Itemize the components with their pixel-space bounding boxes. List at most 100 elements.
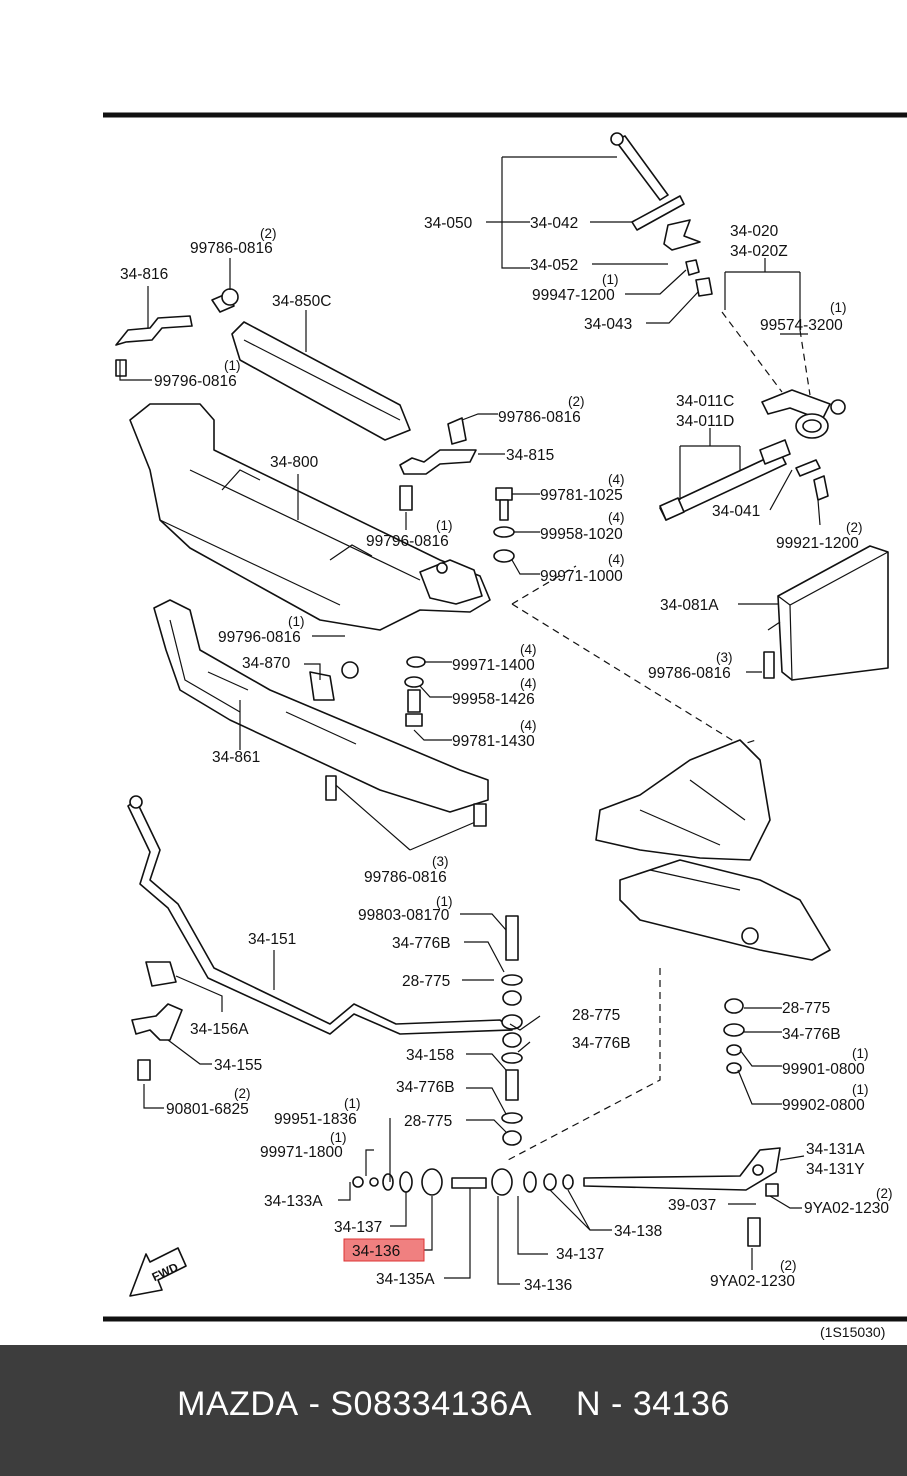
qty-9ya02-a: (2) (876, 1186, 893, 1201)
label-99786-a: 99786-0816 (190, 240, 273, 257)
qty-99574: (1) (830, 300, 847, 315)
label-34-011c: 34-011C (676, 393, 734, 410)
qty-99781-a: (4) (608, 472, 625, 487)
bracket-34-011-leader (679, 428, 821, 526)
leaders-34-815 (405, 413, 505, 530)
qty-99796-a: (1) (224, 358, 241, 373)
label-39-037: 39-037 (668, 1197, 716, 1214)
qty-99958-b: (4) (520, 676, 537, 691)
label-34-041: 34-041 (712, 503, 760, 520)
label-34-151: 34-151 (248, 931, 296, 948)
label-34-850c: 34-850C (272, 293, 331, 310)
label-34-870: 34-870 (242, 655, 291, 672)
label-34-776b-d: 34-776B (782, 1026, 841, 1043)
qty-99921: (2) (846, 520, 863, 535)
label-34-816: 34-816 (120, 266, 168, 283)
bracket-34-816-drawing (115, 288, 239, 377)
n-separator: - (611, 1385, 623, 1423)
n-label: N (576, 1385, 602, 1423)
label-99971-a: 99971-1000 (540, 568, 623, 585)
label-34-155: 34-155 (214, 1057, 262, 1074)
brand-name: MAZDA (177, 1385, 299, 1423)
label-99781-a: 99781-1025 (540, 487, 623, 504)
label-9ya02-a: 9YA02-1230 (804, 1200, 889, 1217)
label-99796-a: 99796-0816 (154, 373, 237, 390)
label-99951: 99951-1836 (274, 1111, 357, 1128)
qty-99786-b: (2) (568, 394, 585, 409)
qty-90801: (2) (234, 1086, 251, 1101)
label-28-775-c: 28-775 (404, 1113, 452, 1130)
label-28-775-d: 28-775 (782, 1000, 830, 1017)
dash-to-cover (511, 565, 577, 605)
diagram-reference-code: (1S15030) (820, 1324, 885, 1340)
fwd-arrow-icon: FWD (129, 1247, 187, 1297)
label-34-137-b: 34-137 (556, 1246, 604, 1263)
label-99786-b: 99786-0816 (498, 409, 581, 426)
link-stack-center-drawing (501, 915, 523, 1146)
qty-99901: (1) (852, 1046, 869, 1061)
label-99902: 99902-0800 (782, 1097, 865, 1114)
dash-to-link (507, 968, 661, 1161)
label-34-776b-b: 34-776B (572, 1035, 631, 1052)
qty-99947: (1) (602, 272, 619, 287)
bracket-34-050-leader (486, 156, 617, 269)
bolt-34-042-drawing (610, 132, 713, 297)
label-28-775-a: 28-775 (402, 973, 450, 990)
label-34-135a: 34-135A (376, 1271, 435, 1288)
label-34-861: 34-861 (212, 749, 260, 766)
bolts-99786-bottom-drawing (325, 775, 487, 827)
label-34-815: 34-815 (506, 447, 554, 464)
bracket-34-020-leader (724, 258, 808, 335)
label-34-133a: 34-133A (264, 1193, 323, 1210)
leaders-right-stack (737, 1007, 782, 1105)
label-34-776b-a: 34-776B (392, 935, 451, 952)
qty-99902: (1) (852, 1082, 869, 1097)
label-34-131a: 34-131A (806, 1141, 865, 1158)
label-99796-b: 99796-0816 (366, 533, 449, 550)
label-34-131y: 34-131Y (806, 1161, 865, 1178)
cover-34-850c-drawing (231, 321, 411, 441)
crossmember-34-800-drawing (129, 403, 491, 631)
n-number: 34136 (632, 1385, 730, 1423)
label-99971-c: 99971-1800 (260, 1144, 343, 1161)
label-99574: 99574-3200 (760, 317, 843, 334)
leaders-99781-group (413, 493, 540, 741)
highlight-box-34-136 (343, 1238, 425, 1262)
torsion-bar-34-011-drawing (659, 439, 829, 521)
label-34-158: 34-158 (406, 1047, 454, 1064)
label-99971-b: 99971-1400 (452, 657, 535, 674)
label-34-043: 34-043 (584, 316, 632, 333)
cover-plate-34-081a-drawing (763, 545, 889, 681)
label-34-137-a: 34-137 (334, 1219, 382, 1236)
leaders-link-row (338, 1118, 805, 1285)
label-34-156a: 34-156A (190, 1021, 249, 1038)
label-34-050: 34-050 (424, 215, 473, 232)
qty-99796-c: (1) (288, 614, 305, 629)
label-99958-b: 99958-1426 (452, 691, 535, 708)
qty-99803: (1) (436, 894, 453, 909)
label-90801: 90801-6825 (166, 1101, 249, 1118)
leaders-34-816 (119, 258, 231, 381)
qty-99971-b: (4) (520, 642, 537, 657)
lower-arm-assembly-drawing (595, 739, 831, 961)
qty-99958-a: (4) (608, 510, 625, 525)
label-34-800: 34-800 (270, 454, 319, 471)
label-99921: 99921-1200 (776, 535, 859, 552)
qty-99786-a: (2) (260, 226, 277, 241)
bushing-bracket-drawing (131, 961, 183, 1081)
member-34-861-drawing (153, 599, 489, 813)
label-99781-b: 99781-1430 (452, 733, 535, 750)
qty-99796-b: (1) (436, 518, 453, 533)
link-stack-right-drawing (723, 998, 745, 1074)
label-34-136-b: 34-136 (524, 1277, 572, 1294)
qty-99786-d: (3) (432, 854, 449, 869)
leaders-link-stack (460, 913, 541, 1133)
label-99958-a: 99958-1020 (540, 526, 623, 543)
bracket-34-815-drawing (399, 417, 477, 511)
label-34-081a: 34-081A (660, 597, 719, 614)
label-34-138: 34-138 (614, 1223, 662, 1240)
exploded-parts-diagram: FWD 34-050 34-042 34-052 (1) 99947-1200 … (103, 112, 907, 1340)
label-34-776b-c: 34-776B (396, 1079, 455, 1096)
qty-99951: (1) (344, 1096, 361, 1111)
link-34-020-drawing (761, 389, 846, 439)
